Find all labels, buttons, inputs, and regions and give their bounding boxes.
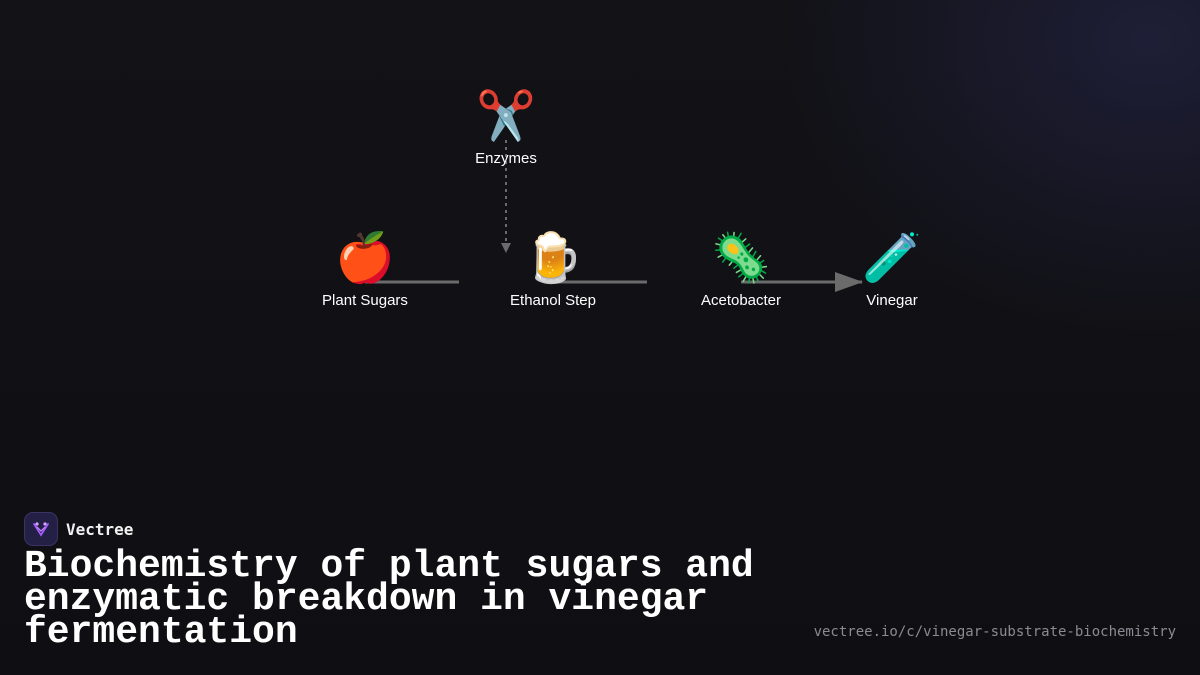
test-tube-icon: 🧪 <box>862 230 922 286</box>
beer-mug-icon: 🍺 <box>523 230 583 286</box>
node-enzymes: ✂️ Enzymes <box>426 88 586 167</box>
node-label-enzymes: Enzymes <box>475 150 537 167</box>
apple-icon: 🍎 <box>335 230 395 286</box>
page-title: Biochemistry of plant sugars and enzymat… <box>24 545 754 654</box>
node-ethanol-step: 🍺 Ethanol Step <box>473 230 633 309</box>
node-plant-sugars: 🍎 Plant Sugars <box>285 230 445 309</box>
node-label-plant-sugars: Plant Sugars <box>322 292 408 309</box>
scissors-icon: ✂️ <box>476 88 536 144</box>
node-label-acetobacter: Acetobacter <box>700 292 782 309</box>
source-url: vectree.io/c/vinegar-substrate-biochemis… <box>813 624 1176 640</box>
brand: Vectree <box>24 512 133 546</box>
brand-name: Vectree <box>66 519 134 539</box>
node-acetobacter: 🦠 Acetobacter <box>661 230 821 309</box>
node-vinegar: 🧪 Vinegar <box>812 230 972 309</box>
node-label-vinegar: Vinegar <box>866 292 918 309</box>
microbe-icon: 🦠 <box>711 230 771 286</box>
node-label-ethanol-step: Ethanol Step <box>510 292 596 309</box>
vectree-logo-icon <box>24 512 58 546</box>
